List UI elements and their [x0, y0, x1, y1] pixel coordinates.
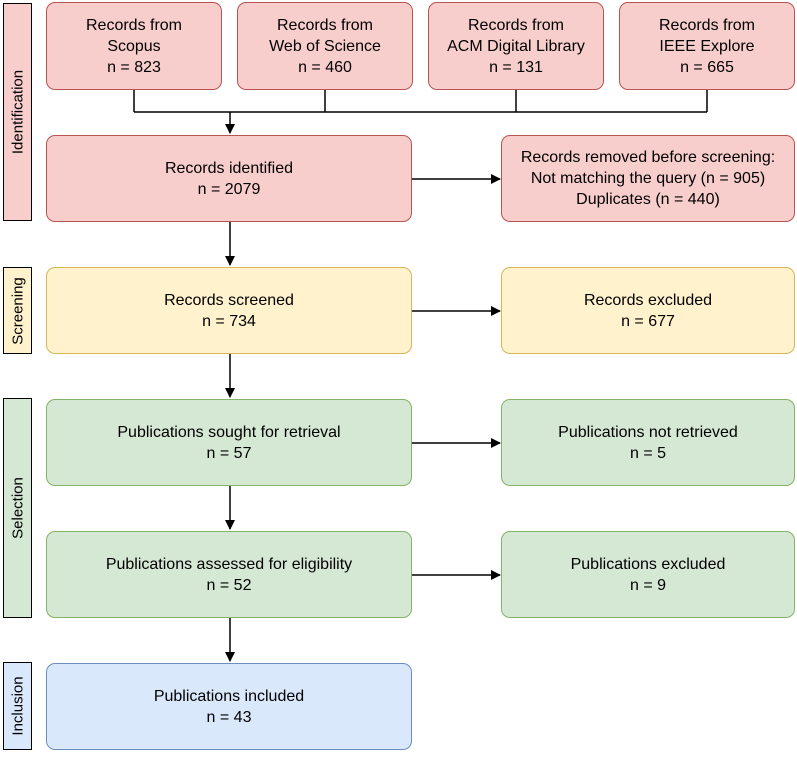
source-count: n = 665: [680, 58, 734, 76]
source-label: Records from: [658, 16, 756, 34]
phase-screening-label: Screening: [9, 276, 26, 345]
phase-selection-label: Selection: [9, 477, 26, 539]
records-removed-title: Records removed before screening:: [520, 149, 776, 166]
publications-assessed-box: Publications assessed for eligibility n …: [46, 531, 412, 618]
publications-included-label: Publications included: [153, 687, 305, 705]
records-excluded-label: Records excluded: [583, 291, 713, 309]
records-identified-count: n = 2079: [197, 180, 261, 198]
records-removed-query: Not matching the query (n = 905): [530, 170, 766, 187]
phase-inclusion-label: Inclusion: [9, 676, 26, 736]
source-count: n = 131: [489, 58, 543, 76]
phase-inclusion: Inclusion: [3, 662, 32, 750]
records-removed-box: Records removed before screening: Not ma…: [501, 135, 795, 222]
source-box-web-of-science: Records from Web of Science n = 460: [237, 2, 413, 90]
records-removed-duplicates: Duplicates (n = 440): [576, 191, 720, 208]
publications-not-retrieved-box: Publications not retrieved n = 5: [501, 399, 795, 486]
source-name: Web of Science: [269, 37, 381, 55]
publications-assessed-label: Publications assessed for eligibility: [105, 555, 353, 573]
source-name: ACM Digital Library: [447, 37, 585, 55]
records-screened-box: Records screened n = 734: [46, 267, 412, 354]
records-identified-box: Records identified n = 2079: [46, 135, 412, 222]
records-screened-count: n = 734: [202, 312, 256, 330]
records-excluded-count: n = 677: [621, 312, 675, 330]
phase-selection: Selection: [3, 398, 32, 618]
phase-screening: Screening: [3, 267, 32, 354]
source-box-acm: Records from ACM Digital Library n = 131: [428, 2, 604, 90]
publications-not-retrieved-label: Publications not retrieved: [558, 423, 738, 441]
publications-assessed-count: n = 52: [206, 576, 252, 594]
publications-sought-label: Publications sought for retrieval: [117, 423, 341, 441]
publications-excluded-count: n = 9: [629, 576, 667, 594]
source-name: IEEE Explore: [659, 37, 755, 55]
source-count: n = 460: [298, 58, 352, 76]
publications-sought-count: n = 57: [206, 444, 252, 462]
publications-included-box: Publications included n = 43: [46, 663, 412, 750]
source-count: n = 823: [107, 58, 161, 76]
source-box-ieee: Records from IEEE Explore n = 665: [619, 2, 795, 90]
publications-excluded-label: Publications excluded: [570, 555, 726, 573]
source-label: Records from: [467, 16, 565, 34]
phase-identification-label: Identification: [9, 69, 26, 155]
publications-included-count: n = 43: [206, 708, 252, 726]
source-box-scopus: Records from Scopus n = 823: [46, 2, 222, 90]
records-excluded-box: Records excluded n = 677: [501, 267, 795, 354]
publications-excluded-box: Publications excluded n = 9: [501, 531, 795, 618]
source-name: Scopus: [107, 37, 161, 55]
records-screened-label: Records screened: [164, 291, 294, 309]
publications-sought-box: Publications sought for retrieval n = 57: [46, 399, 412, 486]
phase-identification: Identification: [3, 3, 32, 221]
publications-not-retrieved-count: n = 5: [629, 444, 667, 462]
source-label: Records from: [85, 16, 183, 34]
records-identified-label: Records identified: [164, 159, 294, 177]
source-label: Records from: [276, 16, 374, 34]
